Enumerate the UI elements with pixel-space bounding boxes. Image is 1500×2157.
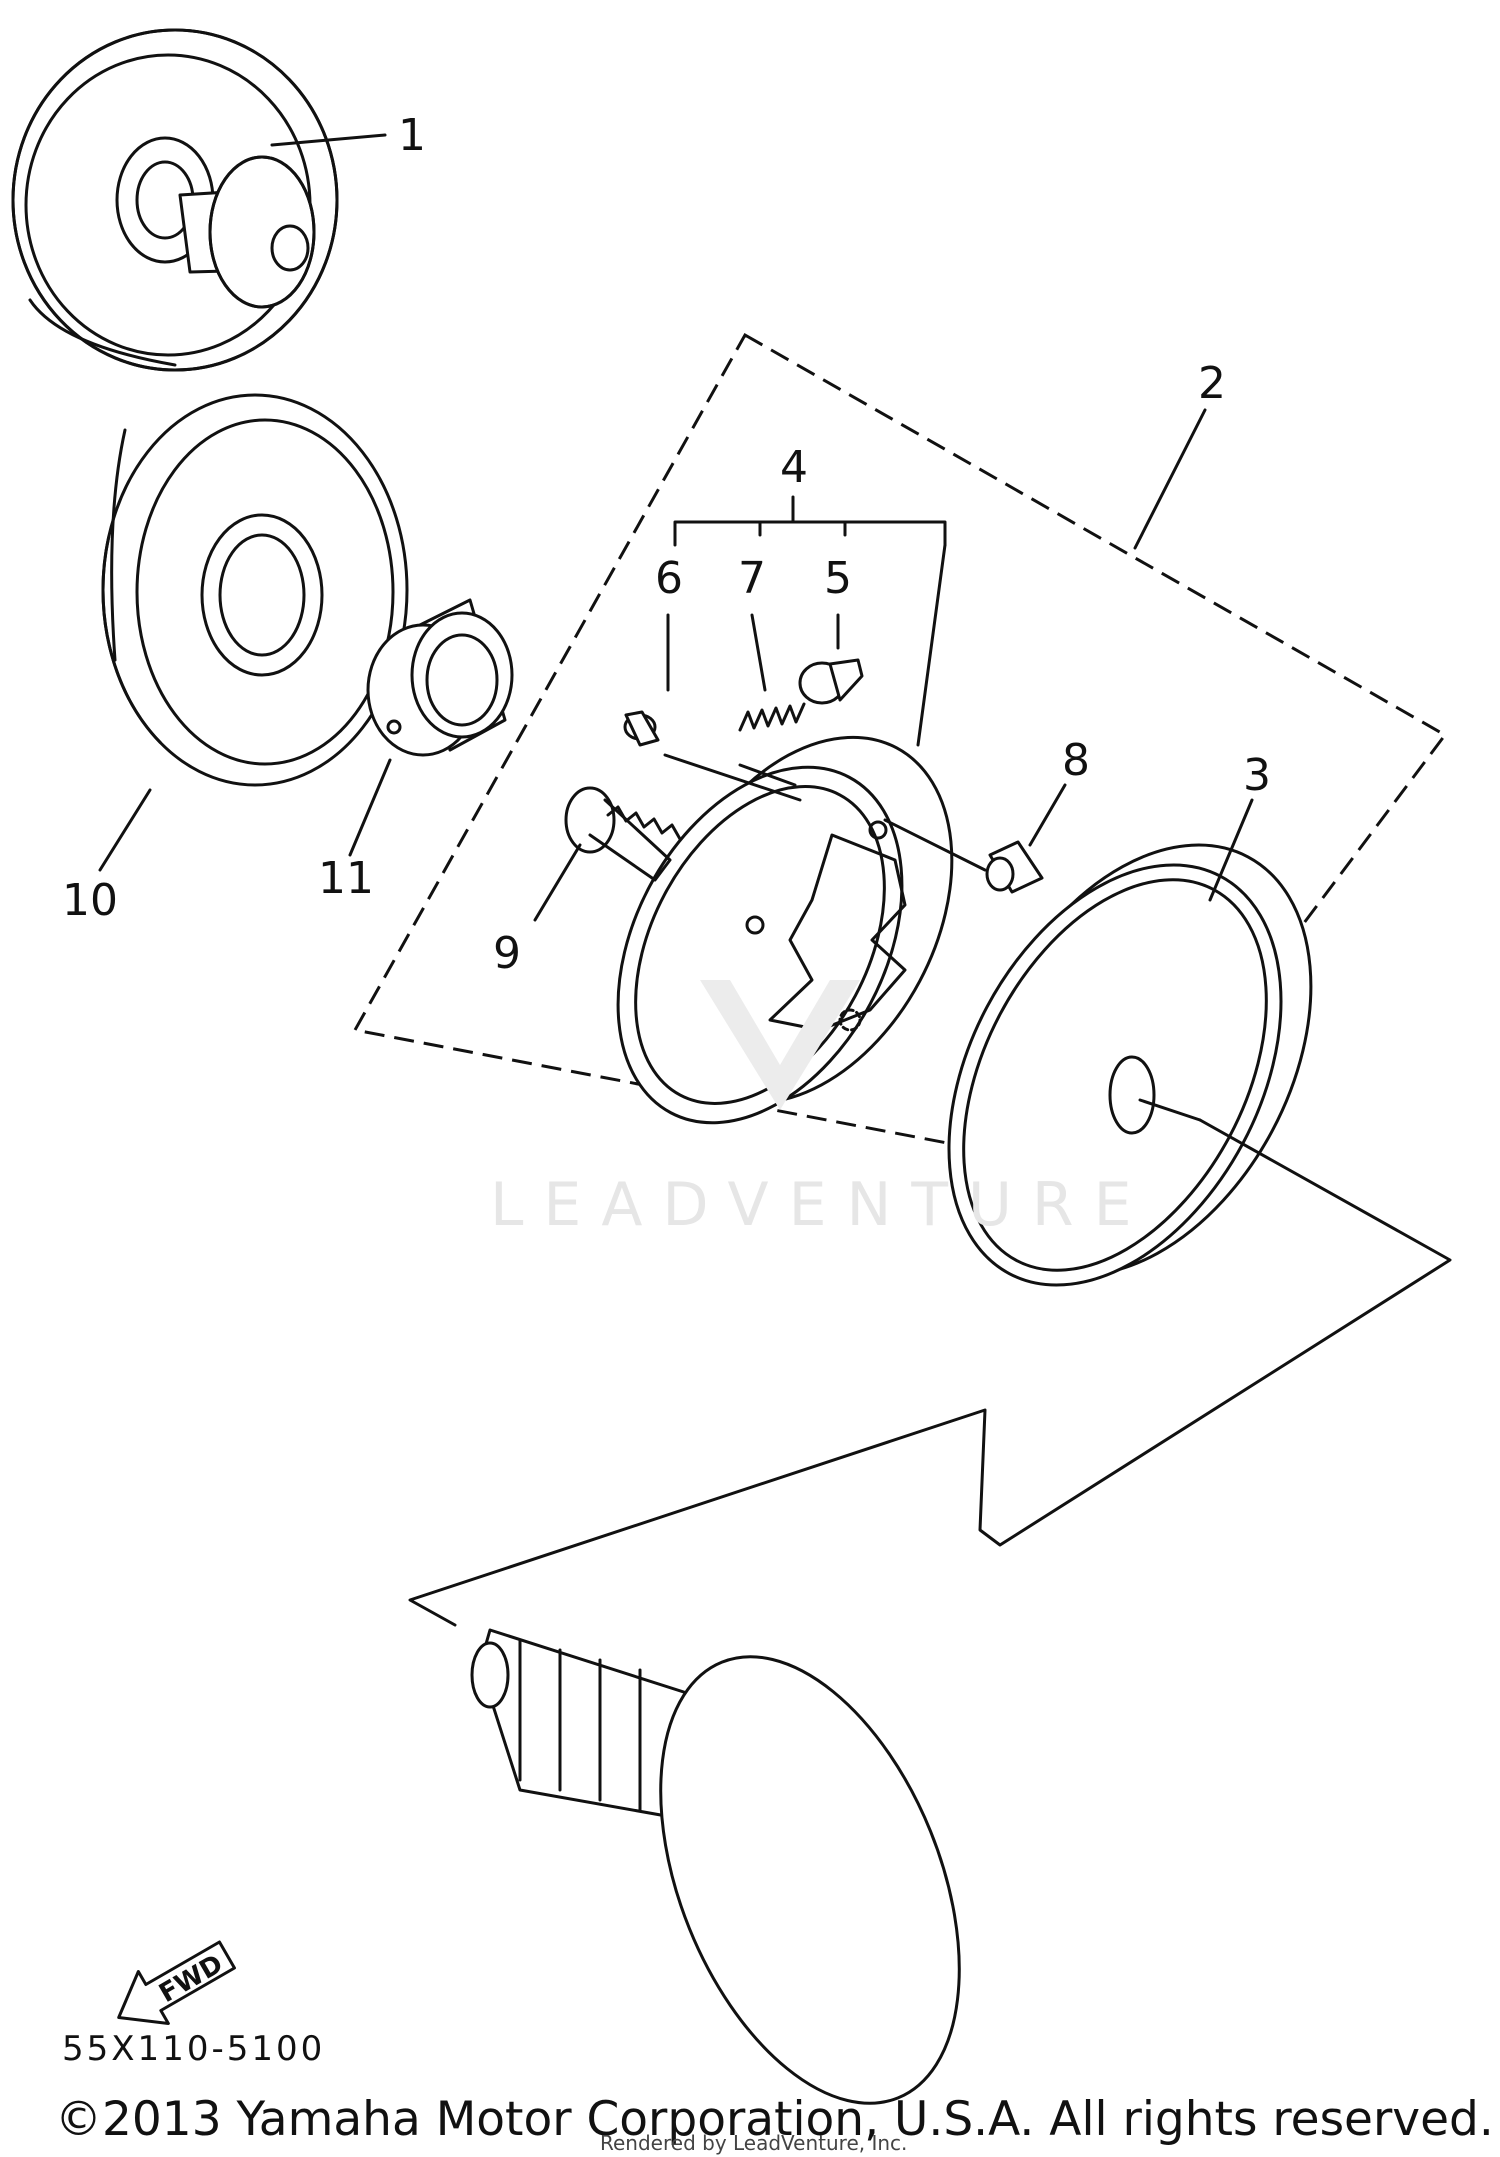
part-9-bolt: [564, 786, 682, 882]
crankshaft-rotor: [470, 1628, 961, 2105]
rendered-by-note: Rendered by LeadVenture, Inc.: [600, 2131, 907, 2155]
callout-9: 9: [493, 928, 521, 979]
part-11-bushing: [366, 598, 514, 757]
copyright-notice: ©2013 Yamaha Motor Corporation, U.S.A. A…: [55, 2092, 1494, 2147]
part-1-idle-gear: [11, 28, 339, 372]
svg-text:LEADVENTURE: LEADVENTURE: [490, 1170, 1152, 1240]
diagram-code: 55X110-5100: [62, 2029, 325, 2069]
callout-4: 4: [780, 442, 808, 493]
part-8-dowel: [985, 840, 1044, 894]
callout-1: 1: [398, 110, 426, 161]
callout-10: 10: [62, 875, 118, 926]
part-7-spring: [738, 702, 806, 732]
leadventure-watermark: LEADVENTURE: [490, 980, 1152, 1240]
callout-3: 3: [1243, 750, 1271, 801]
callout-7: 7: [738, 553, 766, 604]
assembly-connector: [408, 1118, 1452, 1627]
part-3-wheel-gear: [947, 843, 1313, 1287]
callout-11: 11: [318, 853, 374, 904]
callout-2: 2: [1198, 358, 1226, 409]
callout-6: 6: [655, 553, 683, 604]
part-10-gear: [101, 393, 409, 787]
fwd-arrow-icon: FWD: [117, 1940, 236, 2025]
part-6-pin: [623, 710, 660, 747]
part-5-plunger: [798, 658, 864, 705]
callout-5: 5: [824, 553, 852, 604]
callout-8: 8: [1062, 735, 1090, 786]
